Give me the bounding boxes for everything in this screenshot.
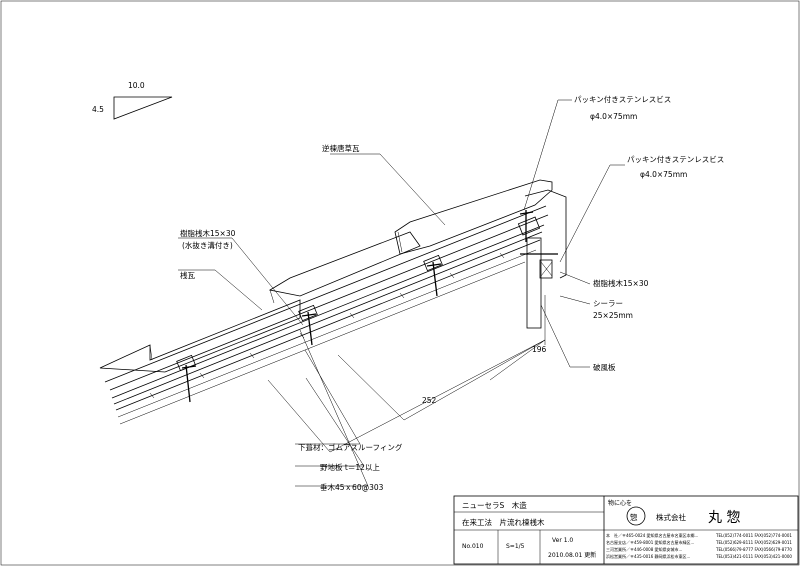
sheathing-hatch	[149, 252, 505, 399]
label-sheathing: 野地板 t＝12以上	[320, 462, 380, 472]
ridge-cap	[524, 189, 567, 279]
roof-layers	[104, 205, 549, 425]
screws	[181, 210, 558, 403]
rafter-bottom	[119, 261, 526, 425]
title-block: ニューセラS 木造 在来工法 片流れ棟桟木 No.010 S=1/5 Ver 1…	[453, 495, 799, 565]
dim-252: 252	[422, 396, 437, 405]
slope-rise: 4.5	[92, 105, 104, 114]
tb-number: No.010	[462, 543, 484, 550]
batten-upper	[423, 254, 443, 272]
label-screw-right: パッキン付きステンレスビス	[627, 154, 724, 164]
label-sealer-size: 25×25mm	[593, 311, 633, 320]
roof-tiles	[99, 179, 567, 373]
tb-phone-2: TEL(052)629-8111 FAX(052)629-0011	[715, 540, 792, 545]
tb-contact-3: 三河営業所／〒446-0008 愛知県安城市...	[606, 546, 682, 552]
label-sealer: シーラー	[593, 299, 623, 308]
callout-labels: パッキン付きステンレスビス φ4.0×75mm パッキン付きステンレスビス φ4…	[180, 94, 724, 492]
label-underlay: 下葺材：ゴムアスルーフィング	[298, 442, 403, 452]
tb-contact-2: 名古屋支店／〒459-8001 愛知県名古屋市緑区...	[606, 539, 694, 545]
dimension-lines: 196 252	[267, 295, 547, 453]
label-ridge-tile: 逆棟唐草瓦	[322, 143, 360, 153]
fascia-board	[526, 237, 553, 329]
sheathing-top	[113, 231, 543, 405]
tb-phone-1: TEL(052)774-0011 FAX(052)774-0001	[715, 533, 792, 538]
rafter-top	[117, 249, 537, 418]
tb-contact-1: 本 社／〒465-0024 愛知県名古屋市名東区本郷...	[606, 532, 698, 538]
company-logo: 惣	[626, 506, 646, 526]
underlay-line	[111, 224, 545, 399]
label-screw-top: パッキン付きステンレスビス	[574, 94, 671, 104]
tb-company: 株式会社	[656, 512, 686, 522]
tb-scale: S=1/5	[506, 543, 525, 550]
sheathing-bottom	[115, 239, 541, 411]
tb-slogan: 物に心を	[608, 499, 632, 507]
slope-indicator: 10.0 4.5	[92, 81, 173, 120]
label-batten-2: 樹脂桟木15×30	[593, 278, 649, 288]
batten-line	[109, 214, 549, 391]
dim-196: 196	[532, 345, 547, 354]
label-screw-top-size: φ4.0×75mm	[590, 112, 637, 121]
tb-phone-4: TEL(053)421-0111 FAX(053)421-0000	[715, 554, 792, 559]
sealer-block	[539, 259, 553, 279]
tb-contact-4: 浜松営業所／〒435-0016 静岡県浜松市東区...	[606, 553, 690, 559]
tb-date: 2010.08.01 更新	[548, 551, 596, 559]
battens-and-screws	[176, 210, 558, 403]
label-batten-1-note: (水抜き溝付き)	[182, 240, 233, 250]
batten-middle	[298, 304, 318, 322]
tile-lower	[99, 299, 301, 373]
label-fascia: 破風板	[593, 362, 616, 372]
tb-method: 在来工法 片流れ棟桟木	[462, 517, 545, 527]
slope-run: 10.0	[128, 81, 145, 90]
label-rafter: 垂木45ｘ60@303	[320, 482, 384, 492]
tb-product: ニューセラS 木造	[462, 500, 527, 510]
tile-middle	[268, 231, 421, 297]
tb-company-name: 丸 惣	[708, 510, 740, 526]
tb-phone-3: TEL(0566)79-8777 FAX(0566)79-8770	[715, 547, 792, 552]
tile-ridge	[394, 179, 553, 255]
tb-version: Ver 1.0	[552, 537, 573, 544]
leader-lines	[178, 99, 625, 487]
batten-ridge	[517, 216, 541, 236]
label-sanga-tile: 桟瓦	[180, 270, 195, 280]
label-screw-right-size: φ4.0×75mm	[640, 170, 687, 179]
label-batten-1: 樹脂桟木15×30	[180, 228, 236, 238]
tile-top-line	[104, 205, 547, 383]
logo-char: 惣	[630, 512, 638, 522]
